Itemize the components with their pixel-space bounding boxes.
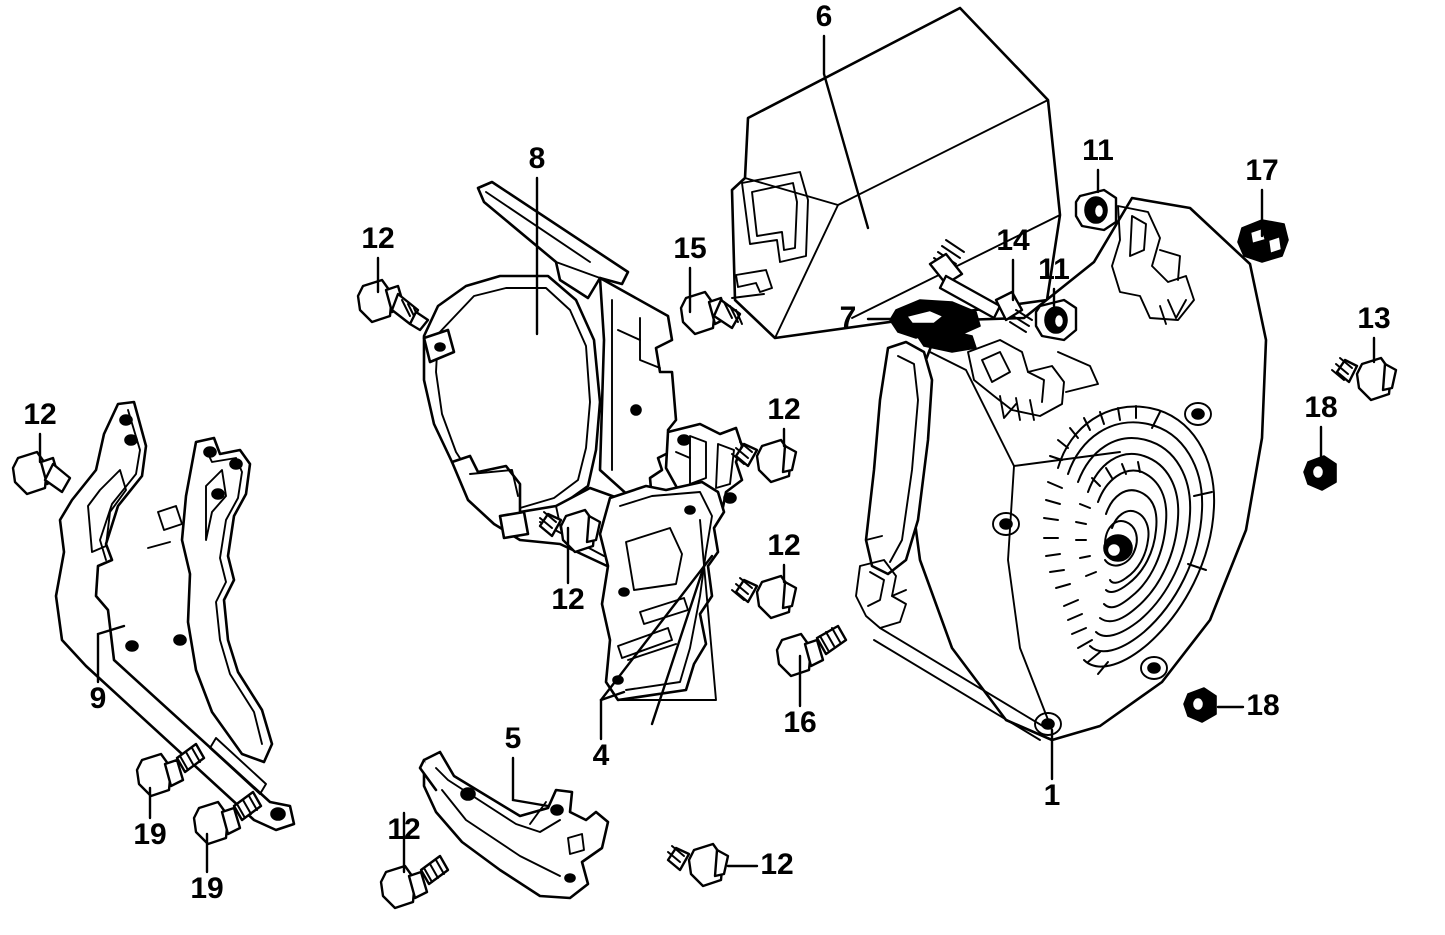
part-rubber-grommet-upper[interactable] (1074, 188, 1118, 232)
callout-12b: 12 (23, 398, 56, 431)
callout-12f: 12 (387, 813, 420, 846)
callout-13: 13 (1357, 302, 1390, 335)
bolt-12-center-lower[interactable] (731, 574, 798, 620)
cover-boss-eyelets (992, 402, 1212, 736)
leader-lines (38, 34, 1376, 874)
part-grommet-nut-upper[interactable] (1303, 455, 1337, 491)
callout-12d: 12 (767, 529, 800, 562)
part-main-fan-cover[interactable] (855, 196, 1268, 742)
callout-14: 14 (996, 224, 1030, 257)
bolt-12-top-left[interactable] (356, 278, 430, 332)
callout-6: 6 (816, 0, 833, 33)
bolt-19-a[interactable] (135, 742, 206, 798)
part-side-bracket-left[interactable] (54, 400, 296, 832)
callout-19b: 19 (190, 872, 223, 905)
callout-7: 7 (840, 301, 857, 334)
part-retaining-clip[interactable] (1237, 219, 1289, 263)
callout-1: 1 (1044, 779, 1061, 812)
callout-11a: 11 (1082, 134, 1114, 167)
part-long-stud-bolt[interactable] (928, 239, 1033, 333)
callout-labels: 6 8 11 17 12 15 14 11 7 13 12 12 18 12 1… (23, 0, 1390, 905)
callout-16: 16 (783, 706, 816, 739)
callout-15: 15 (673, 232, 706, 265)
bolt-13[interactable] (1331, 356, 1398, 402)
part-grommet-nut-lower[interactable] (1183, 687, 1217, 723)
bolt-12-center-upper[interactable] (731, 438, 798, 484)
callout-5: 5 (505, 722, 522, 755)
bolt-19-b[interactable] (192, 790, 263, 846)
callout-12e: 12 (551, 583, 584, 616)
callout-4: 4 (593, 739, 610, 772)
callout-12g: 12 (760, 848, 793, 881)
bolt-12-left[interactable] (11, 450, 72, 496)
callout-11b: 11 (1038, 253, 1070, 286)
bolt-16[interactable] (775, 624, 848, 678)
part-top-engine-cover[interactable] (730, 6, 1062, 340)
callout-12a: 12 (361, 222, 394, 255)
bolt-12-bottom-right[interactable] (666, 842, 730, 888)
callout-8: 8 (529, 142, 546, 175)
callout-9: 9 (90, 682, 107, 715)
callout-18a: 18 (1304, 391, 1337, 424)
part-rubber-grommet-lower[interactable] (1034, 298, 1078, 342)
bolt-12-bottom-left[interactable] (379, 854, 450, 910)
part-lower-duct-bracket[interactable] (418, 750, 610, 900)
bolt-12-mid-left[interactable] (538, 508, 602, 554)
callout-17: 17 (1245, 154, 1278, 187)
callout-12c: 12 (767, 393, 800, 426)
fan-spiral-grille (1043, 405, 1216, 675)
part-center-mount-plate[interactable] (598, 422, 744, 702)
part-wire-clip[interactable] (889, 299, 981, 353)
callout-18b: 18 (1246, 689, 1279, 722)
callout-19a: 19 (133, 818, 166, 851)
